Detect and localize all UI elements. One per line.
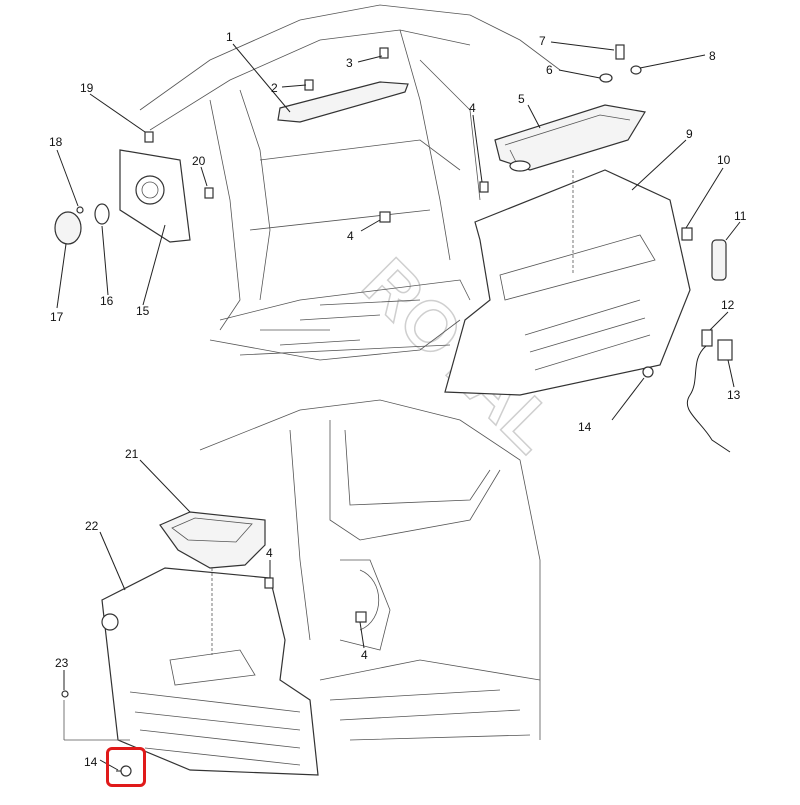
part-11-cover: [711, 239, 727, 281]
part-1-header-rail: [277, 81, 409, 123]
lower-view: [61, 399, 541, 777]
callout-10: 10: [717, 153, 731, 167]
part-19-clip: [144, 131, 154, 143]
callout-6: 6: [546, 63, 553, 77]
part-4-clip-c: [264, 577, 274, 589]
callout-2: 2: [271, 81, 278, 95]
upper-view: [54, 4, 733, 453]
part-22-quarter-trim-panel: [101, 567, 319, 776]
callout-5: 5: [518, 92, 525, 106]
callout-1: 1: [226, 30, 233, 44]
callout-4c: 4: [266, 546, 273, 560]
callout-9: 9: [686, 127, 693, 141]
speaker-grille: [135, 175, 165, 205]
callout-14a: 14: [578, 420, 592, 434]
part-18-screw: [76, 206, 84, 214]
part-23-fastener: [61, 690, 69, 698]
callout-8: 8: [709, 49, 716, 63]
part-7-pin: [615, 44, 625, 60]
callout-4b: 4: [347, 229, 354, 243]
part-12-switch: [701, 329, 713, 347]
leader-lines: [56, 41, 741, 771]
part-4-clip-a: [479, 181, 489, 193]
callout-11: 11: [734, 209, 747, 223]
part-13-bracket: [717, 339, 733, 361]
part-21-storage-tray: [159, 511, 266, 569]
part-17-cap: [54, 211, 82, 245]
part-13-harness: [687, 345, 731, 453]
part-14-screw-upper: [642, 366, 654, 378]
part-4-clip-d: [355, 611, 367, 623]
callout-15: 15: [136, 304, 150, 318]
callout-19: 19: [80, 81, 94, 95]
part-6-bumper: [599, 73, 613, 83]
callout-13: 13: [727, 388, 741, 402]
callout-12: 12: [721, 298, 735, 312]
callout-18: 18: [49, 135, 63, 149]
callout-3: 3: [346, 56, 353, 70]
callout-14b: 14: [84, 755, 98, 769]
callouts: 1 2 3 4 4 4 4 5 6 7 8 9 10 11 12 13 14 1…: [49, 30, 747, 769]
part-16-bezel: [94, 203, 110, 225]
part-10-retainer: [681, 227, 693, 241]
callout-23: 23: [55, 656, 69, 670]
part-5-storage-tray: [494, 104, 646, 171]
callout-22: 22: [85, 519, 99, 533]
callout-16: 16: [100, 294, 114, 308]
part-8-bumper: [630, 65, 642, 75]
part-3-clip: [379, 47, 389, 59]
callout-21: 21: [125, 447, 139, 461]
tray-drain: [509, 160, 531, 172]
part-4-clip-b: [379, 211, 391, 223]
part-2-clip: [304, 79, 314, 91]
panel-hole: [101, 613, 119, 631]
callout-20: 20: [192, 154, 206, 168]
callout-17: 17: [50, 310, 64, 324]
callout-7: 7: [539, 34, 546, 48]
selected-part-highlight[interactable]: [106, 747, 146, 787]
callout-4a: 4: [469, 101, 476, 115]
part-20-clip: [204, 187, 214, 199]
callout-4d: 4: [361, 648, 368, 662]
part-9-quarter-trim-panel: [444, 169, 691, 396]
